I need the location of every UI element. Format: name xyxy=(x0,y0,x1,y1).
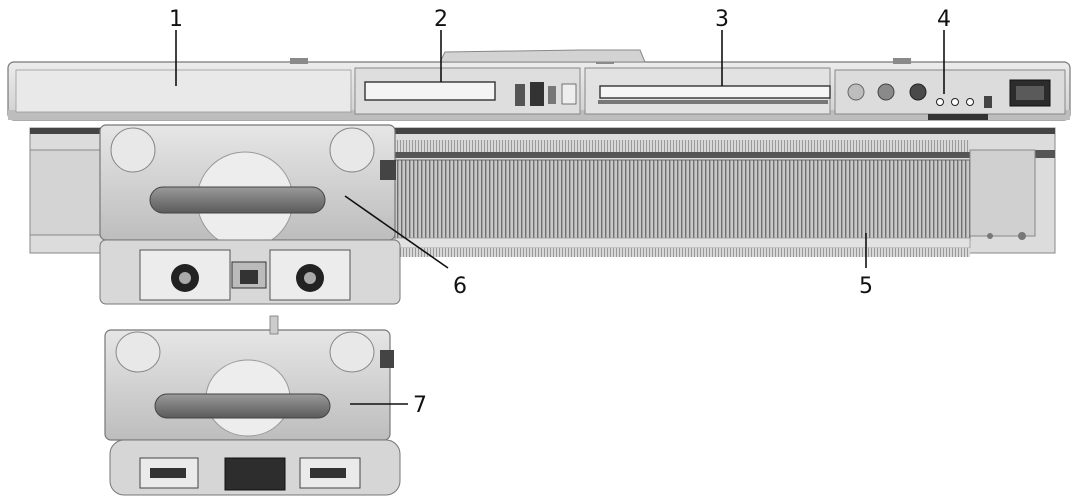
callout-3: 3 xyxy=(715,7,729,32)
callout-labels: 1 2 3 4 5 6 7 xyxy=(169,7,951,418)
second-carriage xyxy=(104,315,401,496)
callout-4: 4 xyxy=(937,7,951,32)
callout-leaders xyxy=(175,30,945,405)
card-reader-panel xyxy=(584,67,831,115)
control-panel xyxy=(834,69,1066,120)
callout-5: 5 xyxy=(859,274,873,299)
callout-7: 7 xyxy=(413,393,427,418)
main-carriage xyxy=(99,124,401,305)
callout-6: 6 xyxy=(453,274,467,299)
leader-6 xyxy=(344,195,449,269)
callout-1: 1 xyxy=(169,7,183,32)
left-cover-panel xyxy=(15,69,352,113)
pattern-panel xyxy=(354,67,581,115)
callout-2: 2 xyxy=(434,7,448,32)
